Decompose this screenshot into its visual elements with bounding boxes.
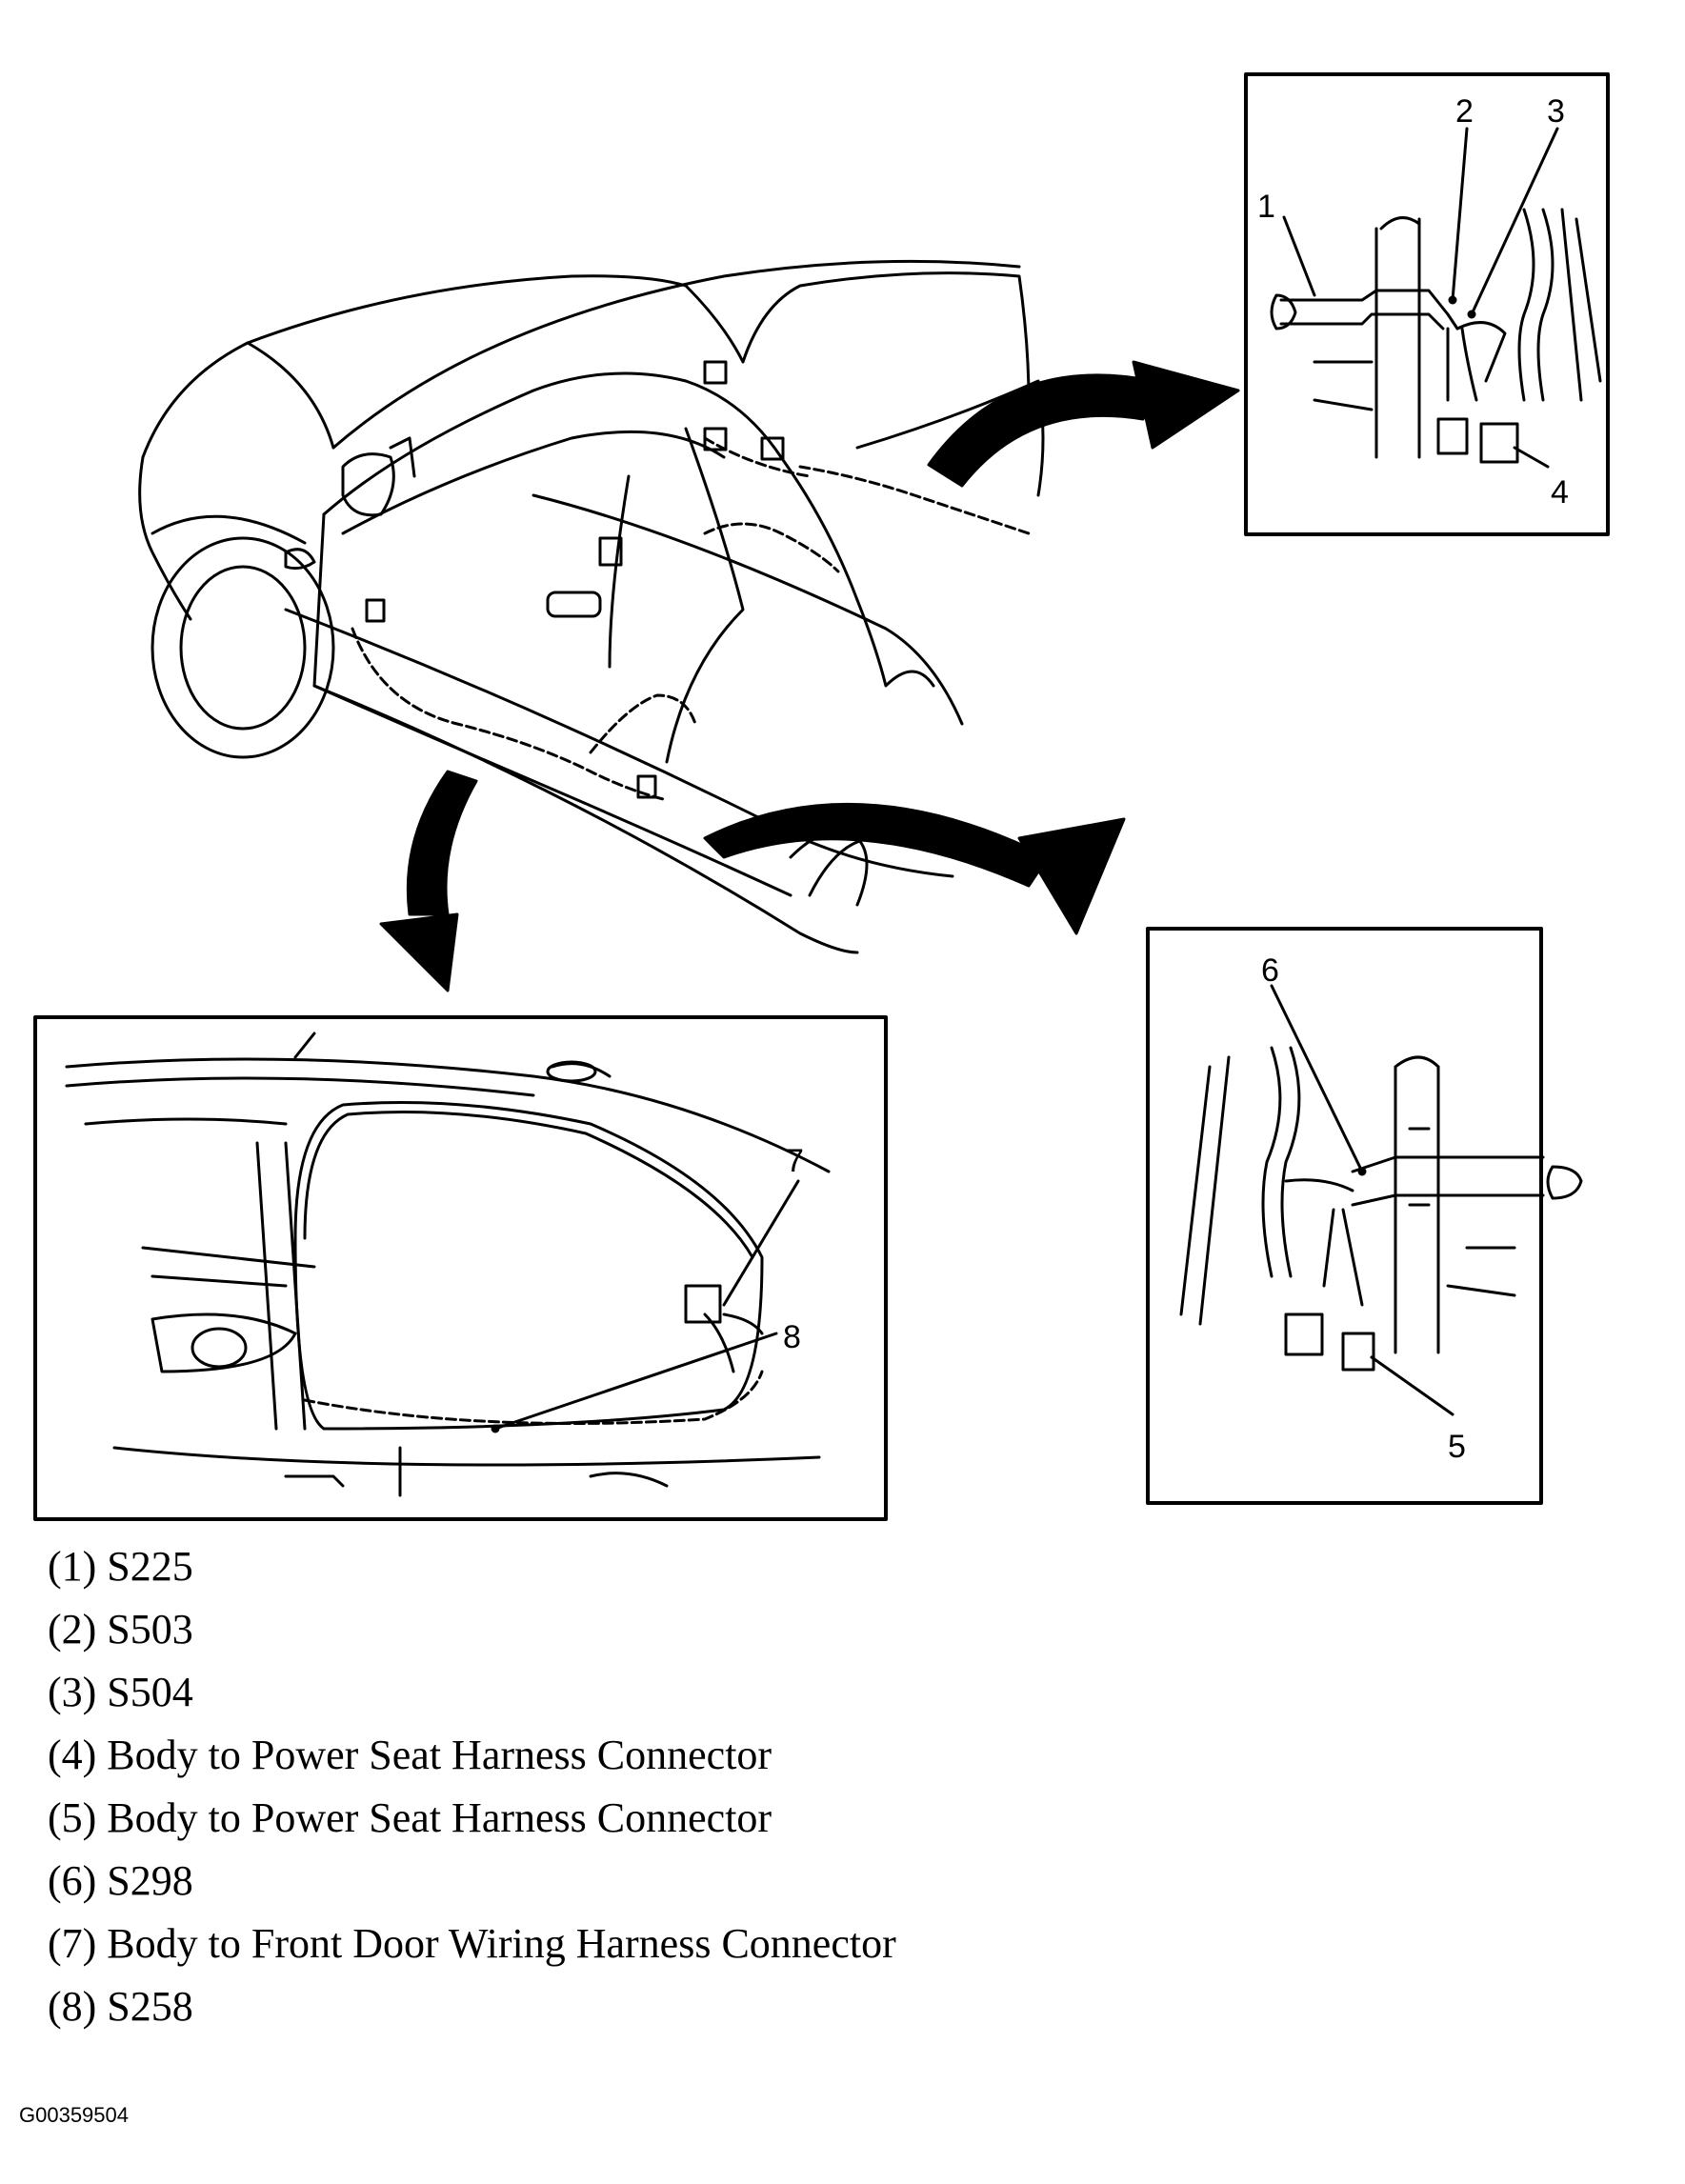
callout-3: 3	[1547, 93, 1565, 130]
inset-bottom-left	[33, 1015, 888, 1521]
legend-item: (1) S225	[48, 1543, 193, 1590]
callout-2: 2	[1455, 93, 1474, 130]
callout-6: 6	[1261, 952, 1279, 989]
callout-7: 7	[786, 1143, 804, 1179]
legend-item: (5) Body to Power Seat Harness Connector	[48, 1794, 772, 1841]
legend-item: (8) S258	[48, 1983, 193, 2030]
inset-top-right	[1244, 72, 1610, 536]
callout-5: 5	[1448, 1429, 1466, 1465]
legend-item: (2) S503	[48, 1606, 193, 1653]
legend-item: (6) S298	[48, 1857, 193, 1904]
car-overview	[138, 259, 1045, 954]
callout-1: 1	[1257, 189, 1275, 225]
callout-8: 8	[783, 1319, 801, 1355]
inset-bottom-right	[1146, 927, 1583, 1505]
legend-item: (4) Body to Power Seat Harness Connector	[48, 1732, 772, 1778]
figure-id: G00359504	[19, 2103, 129, 2127]
legend-item: (3) S504	[48, 1669, 193, 1715]
legend-list: (1) S225 (2) S503 (3) S504 (4) Body to P…	[48, 1535, 896, 2038]
legend-item: (7) Body to Front Door Wiring Harness Co…	[48, 1920, 896, 1967]
arrow-to-top-right-inset	[927, 360, 1240, 488]
arrow-to-bottom-right-inset	[703, 802, 1126, 935]
callout-4: 4	[1551, 474, 1569, 511]
arrow-to-bottom-left-inset	[379, 770, 478, 992]
